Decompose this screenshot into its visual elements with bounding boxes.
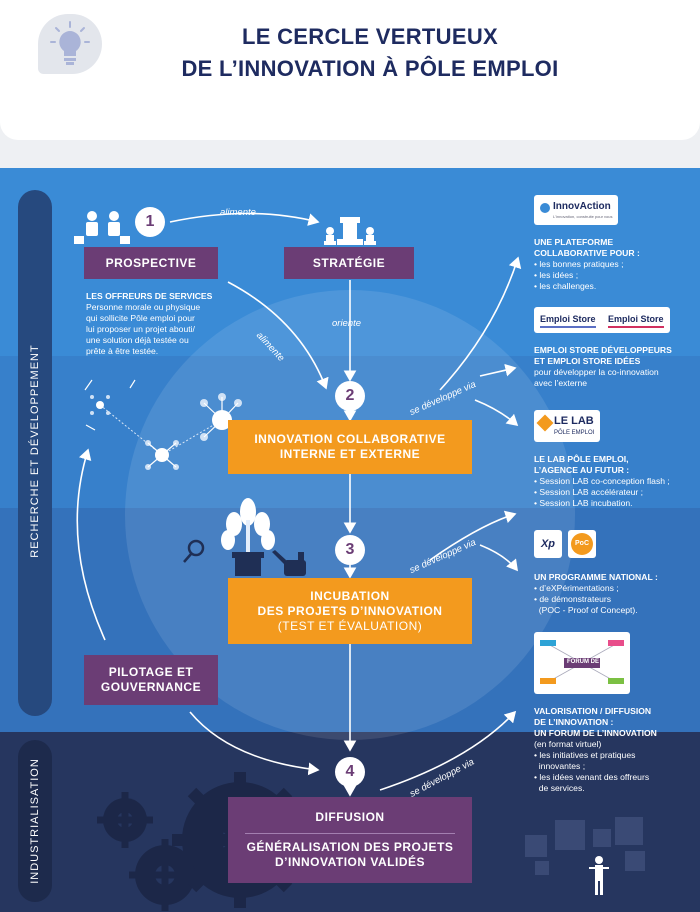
header-card xyxy=(0,0,700,140)
offreurs-text: LES OFFREURS DE SERVICES Personne morale… xyxy=(86,291,246,357)
emploistore-underline-2 xyxy=(608,326,664,328)
oriente-label: oriente xyxy=(332,318,362,329)
incubation-box: INCUBATION DES PROJETS D’INNOVATION (TES… xyxy=(228,578,472,644)
block4-item: (POC - Proof of Concept). xyxy=(534,605,638,615)
pilotage-box: PILOTAGE ET GOUVERNANCE xyxy=(84,655,218,705)
lab-logo: LE LAB PÔLE EMPLOI xyxy=(534,410,600,442)
innovaction-tagline: L'innovation, construite pour vous xyxy=(553,214,613,219)
block2-text-1: pour développer la co-innovation xyxy=(534,367,659,377)
block5-heading-1: VALORISATION / DIFFUSION xyxy=(534,706,652,716)
block3-heading-2: L’AGENCE AU FUTUR : xyxy=(534,465,630,475)
block-programme: UN PROGRAMME NATIONAL : • d’eXPérimentat… xyxy=(534,572,694,616)
rd-sidebar xyxy=(18,190,52,716)
block1-heading-1: UNE PLATEFORME xyxy=(534,237,614,247)
people-icon xyxy=(74,211,130,244)
step-4-number: 4 xyxy=(335,757,365,787)
diffusion-line-2: D’INNOVATION VALIDÉS xyxy=(274,855,425,869)
forum-logo-text: FORUM DE xyxy=(567,659,599,665)
incubation-line-1: INCUBATION xyxy=(310,588,390,603)
diffusion-box: DIFFUSION GÉNÉRALISATION DES PROJETS D’I… xyxy=(228,797,472,883)
diffusion-divider xyxy=(245,833,455,834)
lab-cube-icon xyxy=(536,414,554,432)
offreurs-line-4: une solution déjà testée ou xyxy=(86,335,189,345)
plant-icon xyxy=(183,498,306,576)
block-emploistore: EMPLOI STORE DÉVELOPPEURS ET EMPLOI STOR… xyxy=(534,345,694,389)
offreurs-line-3: lui proposer un projet abouti/ xyxy=(86,324,195,334)
poc-logo-card: PoC xyxy=(568,530,596,558)
emploistore-underline-1 xyxy=(540,326,596,328)
block5-text-1: (en format virtuel) xyxy=(534,739,602,749)
pilotage-line-2: GOUVERNANCE xyxy=(100,680,202,694)
person-pixels-icon xyxy=(525,817,645,895)
block3-item: • Session LAB co-conception flash ; xyxy=(534,476,670,486)
chess-icon xyxy=(324,217,376,245)
step-1-number: 1 xyxy=(135,207,165,237)
step-2-number: 2 xyxy=(335,381,365,411)
incubation-line-3: (TEST ET ÉVALUATION) xyxy=(277,618,423,633)
innovation-line-2: INTERNE ET EXTERNE xyxy=(279,447,421,461)
emploistore-logo-1: Emploi Store xyxy=(540,314,596,324)
xp-logo: Xp xyxy=(534,530,562,558)
prospective-box: PROSPECTIVE xyxy=(84,247,218,279)
block5-heading-2: DE L’INNOVATION : xyxy=(534,717,614,727)
diffusion-line-1: GÉNÉRALISATION DES PROJETS xyxy=(246,840,454,854)
emploistore-logos: Emploi Store Emploi Store xyxy=(534,307,670,333)
lab-logo-sub: PÔLE EMPLOI xyxy=(554,430,595,436)
strategie-box: STRATÉGIE xyxy=(284,247,414,279)
block5-item: • les initiatives et pratiques xyxy=(534,750,636,760)
diffusion-title: DIFFUSION xyxy=(315,810,385,824)
block3-item: • Session LAB accélérateur ; xyxy=(534,487,644,497)
offreurs-line-5: prête à être testée. xyxy=(86,346,159,356)
block-valorisation: VALORISATION / DIFFUSION DE L’INNOVATION… xyxy=(534,706,694,794)
innovaction-logo-text: InnovAction xyxy=(553,201,611,212)
title-line-2: DE L’INNOVATION À PÔLE EMPLOI xyxy=(181,56,559,81)
innovaction-logo: InnovAction L'innovation, construite pou… xyxy=(534,195,618,225)
innovaction-dot-icon xyxy=(540,203,550,213)
innovation-line-1: INNOVATION COLLABORATIVE xyxy=(254,432,446,446)
block5-item: de services. xyxy=(534,783,585,793)
pilotage-line-1: PILOTAGE ET xyxy=(108,665,194,679)
block2-text-2: avec l’externe xyxy=(534,378,588,388)
lab-logo-text: LE LAB xyxy=(554,415,594,427)
block4-heading-1: UN PROGRAMME NATIONAL : xyxy=(534,572,658,582)
block1-item: • les challenges. xyxy=(534,281,597,291)
block5-item: • les idées venant des offreurs xyxy=(534,772,650,782)
offreurs-title: LES OFFREURS DE SERVICES xyxy=(86,291,213,301)
block1-item: • les bonnes pratiques ; xyxy=(534,259,624,269)
lightbulb-bubble xyxy=(38,14,102,74)
block3-heading-1: LE LAB PÔLE EMPLOI, xyxy=(534,454,629,464)
alimente-label-top: alimente xyxy=(220,207,256,218)
lightbulb-icon xyxy=(50,21,90,65)
offreurs-line-1: Personne morale ou physique xyxy=(86,302,201,312)
block2-heading-2: ET EMPLOI STORE IDÉES xyxy=(534,356,641,366)
block4-item: • d’eXPérimentations ; xyxy=(534,583,619,593)
block-plateforme: UNE PLATEFORME COLLABORATIVE POUR : • le… xyxy=(534,237,694,292)
forum-mindmap-icon xyxy=(540,640,624,684)
innovation-box: INNOVATION COLLABORATIVE INTERNE ET EXTE… xyxy=(228,420,472,474)
poc-logo: PoC xyxy=(571,533,593,555)
industrialisation-sidebar xyxy=(18,740,52,902)
emploistore-logo-2: Emploi Store xyxy=(608,314,664,324)
block-lab: LE LAB PÔLE EMPLOI, L’AGENCE AU FUTUR : … xyxy=(534,454,694,509)
block1-heading-2: COLLABORATIVE POUR : xyxy=(534,248,640,258)
block4-item: • de démonstrateurs xyxy=(534,594,612,604)
block3-item: • Session LAB incubation. xyxy=(534,498,633,508)
forum-logo: FORUM DE xyxy=(534,632,630,694)
block1-item: • les idées ; xyxy=(534,270,579,280)
offreurs-line-2: qui sollicite Pôle emploi pour xyxy=(86,313,195,323)
block5-heading-3: UN FORUM DE L’INNOVATION xyxy=(534,728,657,738)
block2-heading-1: EMPLOI STORE DÉVELOPPEURS xyxy=(534,345,672,355)
incubation-line-2: DES PROJETS D’INNOVATION xyxy=(257,603,443,618)
step-3-number: 3 xyxy=(335,535,365,565)
block5-item: innovantes ; xyxy=(534,761,586,771)
title-line-1: LE CERCLE VERTUEUX xyxy=(242,24,498,49)
